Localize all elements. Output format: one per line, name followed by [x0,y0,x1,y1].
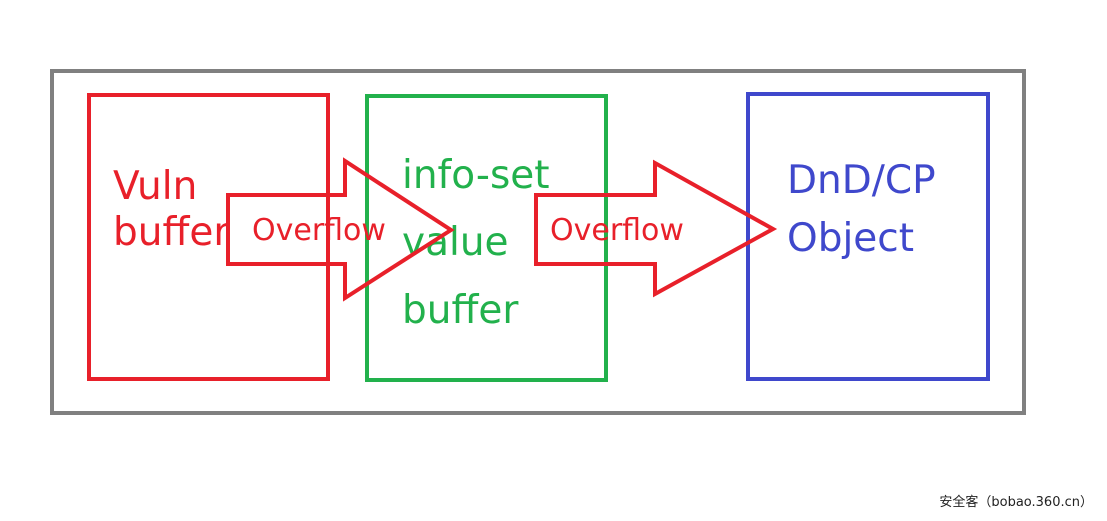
overflow-label-2: Overflow [550,213,684,248]
watermark: 安全客（bobao.360.cn） [939,495,1093,510]
overflow-arrow-1 [226,157,455,302]
overflow-arrow-2 [534,159,778,298]
dnd-cp-object-label: DnD/CP Object [787,158,936,262]
dnd-cp-object-box [746,92,990,381]
vuln-buffer-label: Vuln buffer [113,164,230,256]
overflow-label-1: Overflow [252,213,386,248]
vuln-buffer-box [87,93,330,381]
info-set-value-buffer-box [365,94,608,382]
info-set-value-buffer-label: info-set value buffer [402,153,550,333]
outer-frame [50,69,1026,415]
